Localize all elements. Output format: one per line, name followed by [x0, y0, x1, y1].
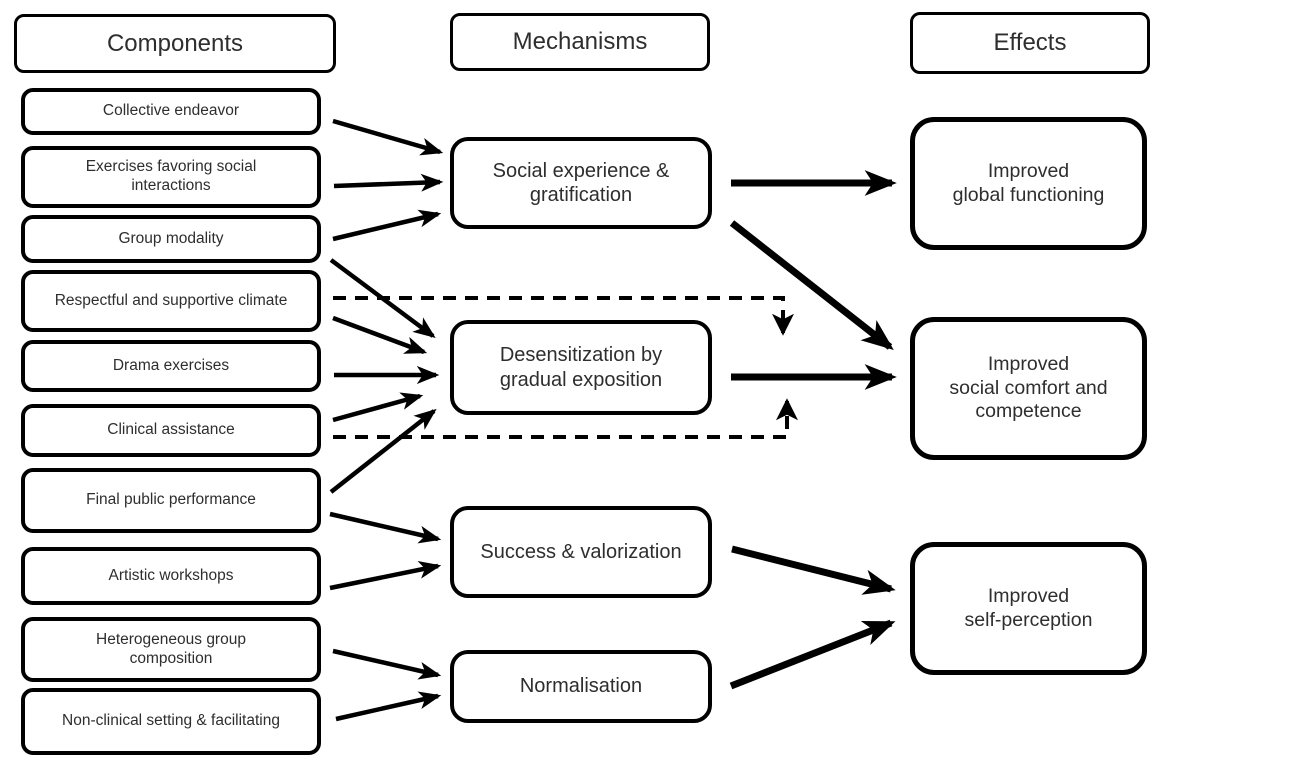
arrow-final-performance-to-success: [329, 511, 442, 544]
component-box-collective-endeavor: Collective endeavor: [21, 88, 321, 135]
component-box-respectful-and-supportive-climate: Respectful and supportive climate: [21, 270, 321, 332]
component-box-artistic-workshops: Artistic workshops: [21, 547, 321, 605]
mechanisms-column-header: Mechanisms: [450, 13, 710, 71]
component-box-non-clinical-setting-facilitating: Non-clinical setting & facilitating: [21, 688, 321, 755]
mechanism-box-success-valorization: Success & valorization: [450, 506, 712, 598]
arrow-social-experience-to-social-comfort: [729, 220, 894, 350]
mechanism-box-normalisation: Normalisation: [450, 650, 712, 723]
bold-arrows: [729, 170, 897, 690]
arrow-clinical-assistance-to-desensitization: [332, 392, 424, 423]
component-box-group-modality: Group modality: [21, 215, 321, 263]
effect-box-improved-self-perception: Improved self-perception: [910, 542, 1147, 675]
component-box-exercises-favoring-social-interactions: Exercises favoring social interactions: [21, 146, 321, 208]
arrow-respectful-climate-to-desensitization: [332, 315, 428, 355]
component-box-drama-exercises: Drama exercises: [21, 340, 321, 392]
arrow-non-clinical-setting-to-normalisation: [335, 691, 442, 722]
arrow-final-performance-to-desensitization: [329, 408, 437, 494]
arrow-exercises-to-social-experience: [333, 173, 444, 192]
arrow-group-modality-to-social-experience: [332, 209, 442, 242]
mechanism-box-desensitization-gradual-exposition: Desensitization by gradual exposition: [450, 320, 712, 415]
arrow-artistic-workshops-to-success: [329, 560, 442, 591]
components-column-header: Components: [14, 14, 336, 73]
dashed-arrows: [333, 296, 798, 439]
arrow-collective-endeavor-to-social-experience: [332, 118, 444, 156]
component-box-final-public-performance: Final public performance: [21, 468, 321, 533]
effect-box-improved-global-functioning: Improved global functioning: [910, 117, 1147, 250]
arrow-success-to-self-perception: [731, 545, 896, 595]
arrow-heterogeneous-group-to-normalisation: [332, 648, 442, 680]
component-box-heterogeneous-group-composition: Heterogeneous group composition: [21, 617, 321, 682]
effects-column-header: Effects: [910, 12, 1150, 74]
mechanism-box-social-experience-gratification: Social experience & gratification: [450, 137, 712, 229]
component-box-clinical-assistance: Clinical assistance: [21, 404, 321, 457]
arrow-normalisation-to-self-perception: [729, 619, 896, 690]
effect-box-improved-social-comfort-competence: Improved social comfort and competence: [910, 317, 1147, 460]
dashed-arrow-respectful-climate-moderator: [333, 296, 794, 336]
thin-arrows: [329, 118, 444, 722]
